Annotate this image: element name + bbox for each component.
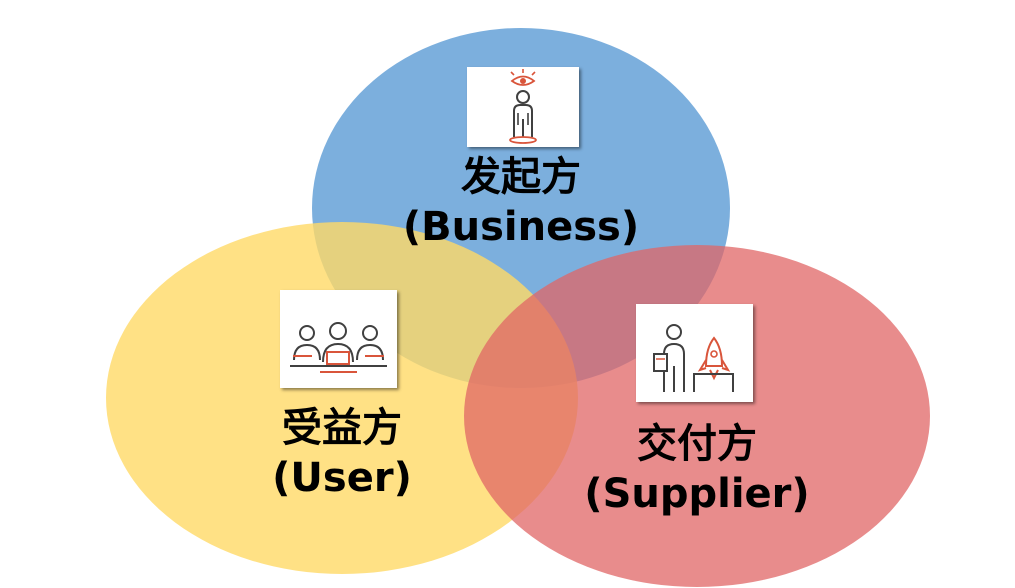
supplier-name-en: (Supplier) [584, 471, 810, 517]
user-label: 受益方 (User) [192, 403, 492, 503]
supplier-label: 交付方 (Supplier) [547, 419, 847, 519]
user-circle [106, 222, 578, 574]
person-with-eye-icon [509, 69, 537, 144]
group-of-users-icon [290, 322, 387, 373]
supplier-icon-card [636, 304, 753, 402]
user-name-en: (User) [272, 455, 412, 501]
user-name-zh: 受益方 [282, 405, 402, 451]
business-label: 发起方 (Business) [371, 152, 671, 252]
supplier-name-zh: 交付方 [637, 421, 757, 467]
business-name-zh: 发起方 [461, 154, 581, 200]
business-name-en: (Business) [402, 204, 640, 250]
supplier-circle [464, 245, 930, 587]
user-icon-card [280, 290, 397, 388]
business-icon-card [467, 67, 579, 147]
person-with-rocket-icon [653, 324, 734, 392]
